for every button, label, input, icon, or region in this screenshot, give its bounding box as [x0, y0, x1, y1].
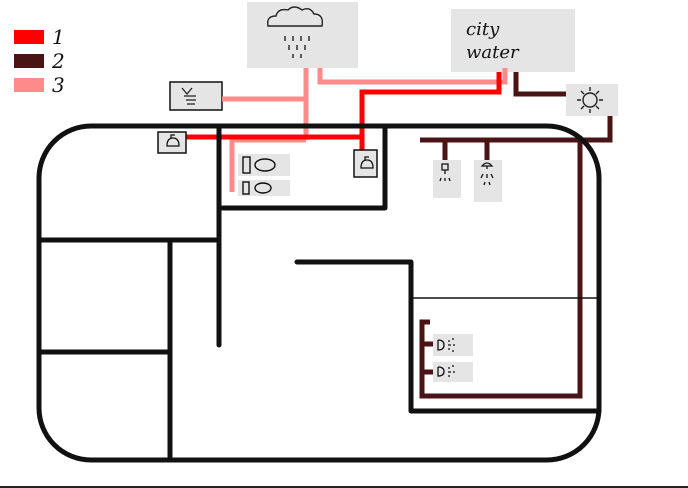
tap-fixture-left [157, 131, 187, 154]
house-outline [36, 123, 602, 463]
pipe-1-city-water [182, 72, 502, 153]
shower-fixture-1 [433, 160, 461, 198]
tap-fixture-right [353, 149, 378, 178]
legend-label-1: 1 [52, 25, 65, 49]
rain-collector-icon [181, 87, 196, 105]
sun-icon [577, 87, 603, 113]
legend: 1 2 3 [14, 25, 65, 97]
house-walls [36, 123, 602, 463]
city-water-label-line2: water [466, 42, 520, 63]
legend-swatch-3 [14, 78, 44, 92]
rain-cloud-box [247, 2, 358, 68]
sprinkler-fixture-1 [433, 334, 473, 356]
shower-icon [480, 162, 494, 186]
tap-icon [166, 134, 180, 147]
toilet-icon [242, 181, 272, 195]
bottom-border [0, 486, 688, 488]
wall-center [294, 259, 602, 414]
shower-icon [439, 163, 451, 182]
legend-label-3: 3 [52, 73, 65, 97]
rain-cloud-icon [266, 6, 324, 58]
sprinkler-fixture-2 [433, 362, 473, 382]
toilet-fixture-1 [238, 154, 290, 176]
sprinkler-icon [437, 365, 455, 377]
legend-swatch-1 [14, 30, 44, 44]
wall-bathroom-bottom [216, 123, 388, 211]
toilet-fixture-2 [238, 180, 290, 196]
city-water-label-line1: city [466, 19, 500, 40]
legend-swatch-2 [14, 54, 44, 68]
tap-icon [360, 156, 374, 169]
legend-label-2: 2 [51, 49, 65, 73]
toilet-icon [242, 156, 276, 174]
rain-collector-box [169, 81, 223, 111]
shower-fixture-2 [474, 160, 502, 202]
sprinkler-icon [437, 338, 455, 352]
sun-box [566, 84, 618, 116]
city-water-box: city water [451, 9, 575, 72]
pipe-2-hot-water [419, 72, 613, 399]
